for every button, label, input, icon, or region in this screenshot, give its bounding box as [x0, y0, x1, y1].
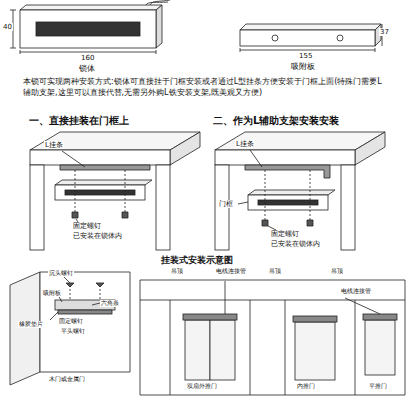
part-label: L挂条 — [44, 141, 64, 149]
part-label: 吊顶 — [268, 268, 282, 275]
part-label: 160 — [80, 54, 95, 62]
part-label: 37 — [379, 28, 390, 36]
part-label: 内推门 — [296, 383, 316, 390]
section-heading: 挂装式安装示意图 — [160, 255, 234, 265]
part-label: 已安装在锁体内 — [72, 232, 123, 240]
part-label: 橡胶垫片 — [18, 321, 44, 328]
part-label: 吸附板 — [290, 62, 316, 71]
part-label: 锁体 — [78, 64, 96, 73]
part-label: 六角条 — [100, 300, 120, 307]
part-label: 木门或金属门 — [48, 376, 86, 383]
part-label: 吸附板 — [42, 290, 62, 297]
note-text: 本锁可实现两种安装方式:锁体可直接挂于门框安装或者通过L型挂条方便安装于门框上面… — [22, 77, 390, 99]
section-heading: 一、直接挂装在门框上 — [28, 115, 130, 127]
part-label: 155 — [298, 52, 313, 60]
part-label: 电线连接管 — [340, 288, 372, 295]
part-label: 平推门 — [368, 383, 388, 390]
part-label: 40 — [2, 23, 13, 31]
part-label: 固定螺钉 — [270, 230, 300, 238]
part-label: 吊顶 — [170, 268, 184, 275]
part-label: 电线连接管 — [215, 268, 247, 275]
part-label: 吊顶 — [330, 268, 344, 275]
part-label: 固定螺钉 — [72, 222, 102, 230]
section-heading: 二、作为L辅助支架安装安装 — [212, 115, 340, 127]
part-label: 平头螺钉 — [60, 328, 86, 335]
part-label: 双扇外推门 — [186, 383, 218, 390]
part-label: 沉头螺钉 — [48, 270, 74, 277]
part-label: 门框 — [218, 200, 234, 208]
part-label: 已安装在锁体内 — [270, 240, 321, 248]
part-label: 固定螺钉 — [58, 318, 84, 325]
part-label: L挂条 — [235, 140, 255, 148]
